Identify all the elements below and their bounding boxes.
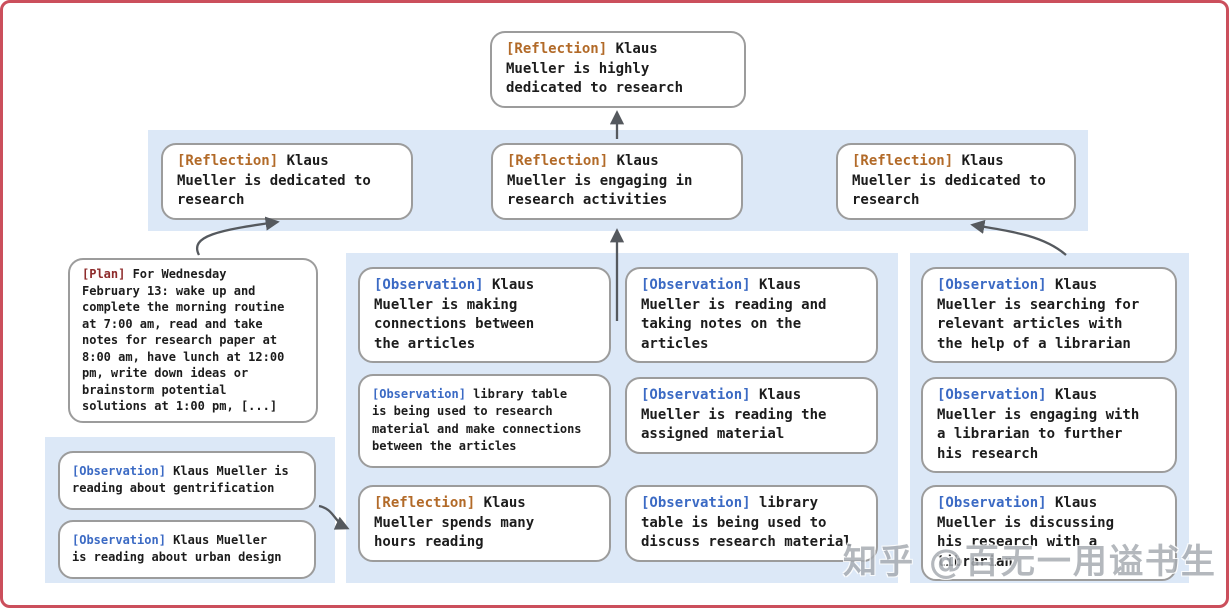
memory-text: Klaus Mueller is engaging in research ac… — [507, 153, 693, 209]
memory-text: Klaus Mueller is dedicated to research — [852, 153, 1046, 209]
observation-tag: [Observation] — [641, 495, 751, 511]
memory-node-observation-library-table-discuss: [Observation]library table is being used… — [625, 485, 878, 562]
memory-text: Klaus Mueller is reading and taking note… — [641, 277, 827, 352]
memory-node-observation-assigned-material: [Observation]Klaus Mueller is reading th… — [625, 377, 878, 454]
observation-tag: [Observation] — [72, 464, 166, 478]
memory-text: Klaus Mueller is discussing his research… — [937, 495, 1115, 570]
plan-tag: [Plan] — [82, 267, 126, 281]
memory-node-root-reflection: [Reflection]Klaus Mueller is highly dedi… — [490, 31, 746, 108]
reflection-tag: [Reflection] — [506, 41, 608, 57]
observation-tag: [Observation] — [937, 277, 1047, 293]
reflection-tag: [Reflection] — [852, 153, 954, 169]
memory-node-observation-library-table-research: [Observation]library table is being used… — [358, 374, 611, 468]
memory-text: Klaus Mueller is dedicated to research — [177, 153, 371, 209]
memory-text: Klaus Mueller is engaging with a librari… — [937, 387, 1140, 462]
memory-node-observation-discussing-research: [Observation]Klaus Mueller is discussing… — [921, 485, 1177, 582]
memory-node-observation-urban-design: [Observation]Klaus Mueller is reading ab… — [58, 520, 316, 579]
memory-node-reflection-right: [Reflection]Klaus Mueller is dedicated t… — [836, 143, 1076, 220]
memory-node-reflection-middle: [Reflection]Klaus Mueller is engaging in… — [491, 143, 743, 220]
memory-text: Klaus Mueller is searching for relevant … — [937, 277, 1140, 352]
memory-text: library table is being used to discuss r… — [641, 495, 852, 551]
reflection-tag: [Reflection] — [177, 153, 279, 169]
observation-tag: [Observation] — [937, 495, 1047, 511]
memory-node-observation-engaging-librarian: [Observation]Klaus Mueller is engaging w… — [921, 377, 1177, 474]
observation-tag: [Observation] — [937, 387, 1047, 403]
observation-tag: [Observation] — [641, 277, 751, 293]
reflection-tag: [Reflection] — [507, 153, 609, 169]
observation-tag: [Observation] — [641, 387, 751, 403]
memory-text: Klaus Mueller is reading the assigned ma… — [641, 387, 827, 443]
memory-text: Klaus Mueller is highly dedicated to res… — [506, 41, 684, 97]
memory-node-reflection-left: [Reflection]Klaus Mueller is dedicated t… — [161, 143, 413, 220]
memory-node-plan: [Plan]For Wednesday February 13: wake up… — [68, 258, 318, 423]
memory-node-reflection-hours-reading: [Reflection]Klaus Mueller spends many ho… — [358, 485, 611, 562]
observation-tag: [Observation] — [72, 533, 166, 547]
zhihu-watermark: 知乎 @百无一用谥书生 — [843, 542, 1217, 582]
memory-text: Klaus Mueller is reading about gentrific… — [72, 464, 289, 496]
memory-text: For Wednesday February 13: wake up and c… — [82, 267, 285, 414]
observation-tag: [Observation] — [372, 387, 466, 401]
memory-node-observation-gentrification: [Observation]Klaus Mueller is reading ab… — [58, 451, 316, 510]
memory-node-observation-connections: [Observation]Klaus Mueller is making con… — [358, 267, 611, 364]
memory-text: Klaus Mueller is reading about urban des… — [72, 533, 282, 565]
memory-text: Klaus Mueller is making connections betw… — [374, 277, 535, 352]
memory-node-observation-taking-notes: [Observation]Klaus Mueller is reading an… — [625, 267, 878, 364]
observation-tag: [Observation] — [374, 277, 484, 293]
memory-node-observation-searching-articles: [Observation]Klaus Mueller is searching … — [921, 267, 1177, 364]
memory-text: Klaus Mueller spends many hours reading — [374, 495, 535, 551]
memory-text: library table is being used to research … — [372, 387, 582, 454]
reflection-tag: [Reflection] — [374, 495, 476, 511]
